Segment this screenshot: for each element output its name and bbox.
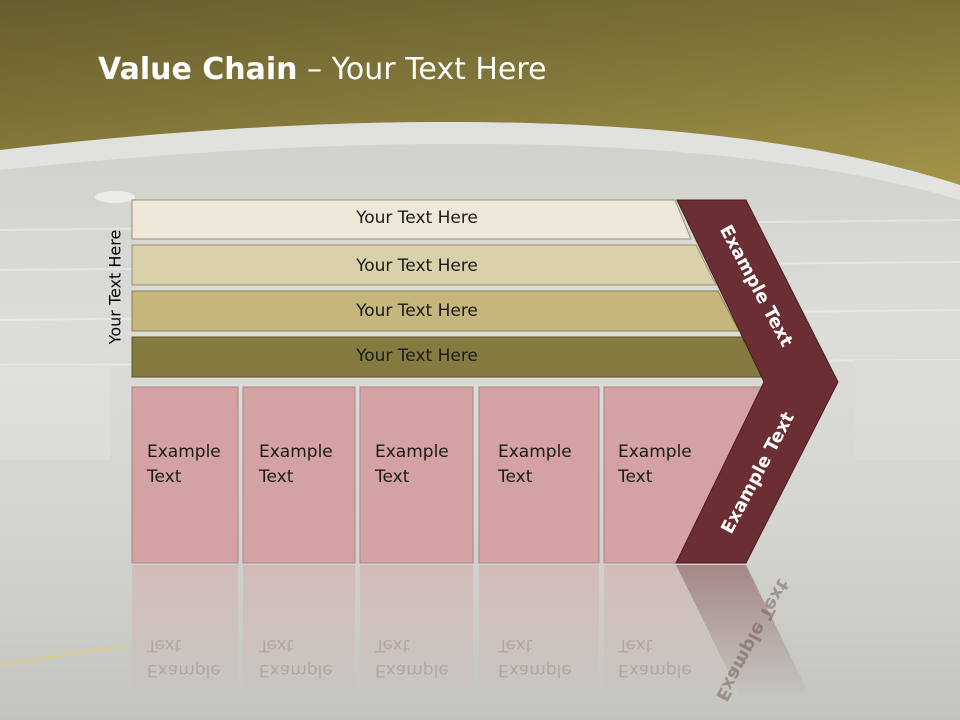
reflection-label-5: Example Text xyxy=(618,635,692,680)
header-swoosh xyxy=(0,121,960,200)
primary-box-4-label: Example Text xyxy=(498,442,572,487)
support-bar-1-label: Your Text Here xyxy=(356,208,478,228)
reflection-label-4: Example Text xyxy=(498,635,572,680)
primary-box-3[interactable] xyxy=(359,386,474,564)
primary-box-3-label: Example Text xyxy=(375,442,449,487)
support-bar-4-label: Your Text Here xyxy=(356,346,478,366)
support-bar-2[interactable] xyxy=(131,244,717,286)
margin-chevron[interactable] xyxy=(675,199,839,564)
primary-box-1[interactable] xyxy=(131,386,239,564)
support-bar-1[interactable] xyxy=(131,199,692,240)
primary-box-2-label: Example Text xyxy=(259,442,333,487)
support-bar-3[interactable] xyxy=(131,290,740,332)
title-bold: Value Chain xyxy=(98,52,298,87)
slide-title: Value Chain – Your Text Here xyxy=(98,52,547,87)
ceiling-light xyxy=(95,191,135,203)
primary-box-1-label: Example Text xyxy=(147,442,221,487)
primary-box-2[interactable] xyxy=(242,386,356,564)
title-rest: – Your Text Here xyxy=(297,52,547,87)
reflection-label-2: Example Text xyxy=(259,635,333,680)
reflection-boxes xyxy=(132,565,812,700)
primary-box-5-label: Example Text xyxy=(618,442,692,487)
floor-stripe xyxy=(0,643,131,667)
reflection-label-3: Example Text xyxy=(375,635,449,680)
reflection-label-1: Example Text xyxy=(147,635,221,680)
support-bar-3-label: Your Text Here xyxy=(356,301,478,321)
support-bar-2-label: Your Text Here xyxy=(356,256,478,276)
primary-box-4[interactable] xyxy=(478,386,600,564)
